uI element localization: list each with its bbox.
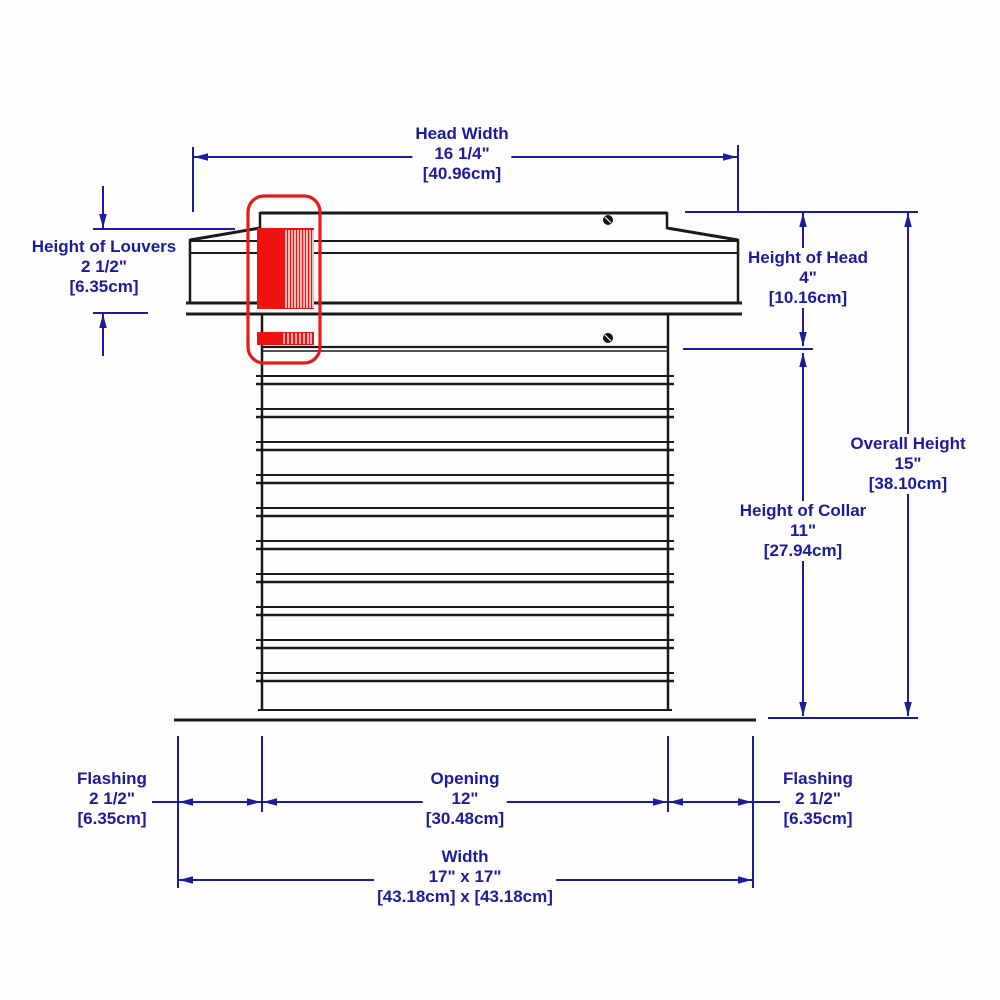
dim-imperial: 4": [799, 268, 817, 287]
dim-title: Flashing: [783, 769, 853, 788]
dim-imperial: 12": [451, 789, 479, 808]
dim-title: Overall Height: [850, 434, 966, 453]
louver-slats: [285, 230, 314, 308]
louver-highlight: [246, 194, 322, 365]
dim-imperial: 11": [789, 521, 817, 540]
dim-label-height-of-head: Height of Head 4" [10.16cm]: [745, 248, 871, 308]
dim-metric: [40.96cm]: [422, 164, 502, 183]
dim-metric: [6.35cm]: [69, 277, 139, 296]
dim-metric: [30.48cm]: [425, 809, 505, 828]
dim-label-height-of-louvers: Height of Louvers 2 1/2" [6.35cm]: [28, 237, 180, 297]
dim-imperial: 15": [894, 454, 922, 473]
dim-title: Flashing: [77, 769, 147, 788]
screw-head: [603, 215, 613, 225]
screw-collar: [603, 333, 613, 343]
dim-label-opening: Opening 12" [30.48cm]: [422, 769, 508, 829]
dim-label-head-width: Head Width 16 1/4" [40.96cm]: [412, 124, 512, 184]
dim-label-flashing-left: Flashing 2 1/2" [6.35cm]: [74, 769, 150, 829]
dim-label-overall-height: Overall Height 15" [38.10cm]: [847, 434, 969, 494]
dim-metric: [38.10cm]: [868, 474, 948, 493]
dim-title: Head Width: [415, 124, 509, 143]
dim-metric: [27.94cm]: [763, 541, 843, 560]
dimension-arrowheads: [99, 153, 912, 884]
dim-metric: [6.35cm]: [77, 809, 147, 828]
louver-slats-lower: [283, 333, 312, 344]
dim-label-width: Width 17" x 17" [43.18cm] x [43.18cm]: [374, 847, 556, 907]
dim-metric: [10.16cm]: [768, 288, 848, 307]
louver-highlight-outline: [246, 194, 322, 365]
dim-metric: [43.18cm] x [43.18cm]: [377, 887, 553, 906]
dim-label-height-of-collar: Height of Collar 11" [27.94cm]: [736, 501, 870, 561]
vent-collar: [256, 315, 674, 711]
dim-imperial: 16 1/4": [434, 144, 490, 163]
dim-title: Height of Collar: [739, 501, 867, 520]
dim-title: Height of Louvers: [31, 237, 177, 256]
dim-imperial: 17" x 17": [428, 867, 502, 886]
dim-imperial: 2 1/2": [795, 789, 841, 808]
dim-title: Width: [441, 847, 489, 866]
dim-imperial: 2 1/2": [81, 257, 127, 276]
dim-label-flashing-right: Flashing 2 1/2" [6.35cm]: [780, 769, 856, 829]
dim-metric: [6.35cm]: [783, 809, 853, 828]
dim-title: Height of Head: [748, 248, 868, 267]
dim-title: Opening: [430, 769, 500, 788]
dim-imperial: 2 1/2": [89, 789, 135, 808]
